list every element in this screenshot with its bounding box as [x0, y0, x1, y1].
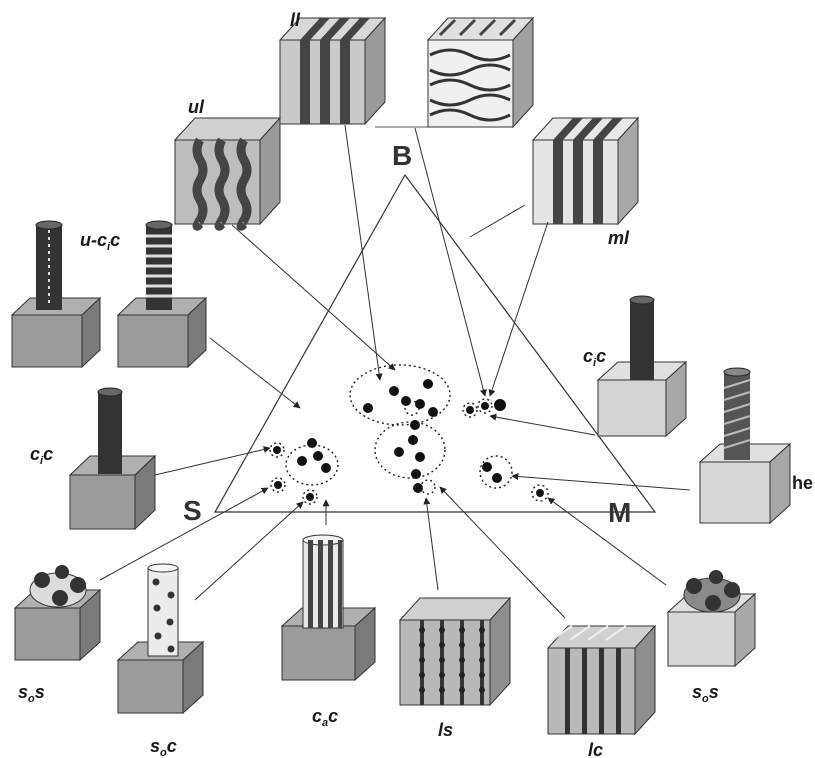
label-soc: soc [150, 736, 177, 758]
label-u-cic: u-cic [80, 230, 120, 253]
gyroid-block [426, 16, 535, 129]
label-he: he [792, 473, 813, 493]
cluster-center [374, 420, 446, 495]
label-sos-left: sos [18, 682, 45, 705]
label-cic-left: cic [30, 444, 53, 467]
label-sos-right: sos [692, 682, 719, 705]
sos-cube-right [666, 570, 757, 668]
label-ul: ul [188, 97, 205, 117]
ls-block [398, 596, 512, 707]
sos-cube-left [13, 565, 102, 662]
label-cic-right: cic [583, 346, 606, 369]
cluster-right [462, 398, 549, 502]
cic-cube-right [596, 295, 688, 438]
label-ll: ll [290, 10, 301, 30]
ll-block [278, 16, 387, 126]
ml-block [531, 116, 640, 226]
label-cac: cac [312, 706, 338, 729]
soc-cube [116, 563, 205, 715]
label-ml: ml [608, 228, 630, 248]
cluster-left [269, 438, 339, 505]
ternary-triangle [213, 126, 657, 513]
cac-cube [280, 534, 377, 682]
lc-block [546, 624, 657, 736]
u-cic-cube-left [10, 220, 102, 369]
label-ls: ls [438, 720, 453, 740]
cic-cube-left [68, 387, 157, 531]
cluster-top-center [349, 364, 451, 426]
label-lc: lc [588, 740, 603, 758]
u-cic-cube-right [116, 220, 208, 369]
arrows [99, 124, 691, 619]
ul-block [173, 116, 282, 231]
vertex-label-b: B [392, 140, 412, 171]
he-cube [698, 367, 792, 525]
vertex-label-s: S [183, 495, 202, 526]
vertex-label-m: M [608, 497, 631, 528]
